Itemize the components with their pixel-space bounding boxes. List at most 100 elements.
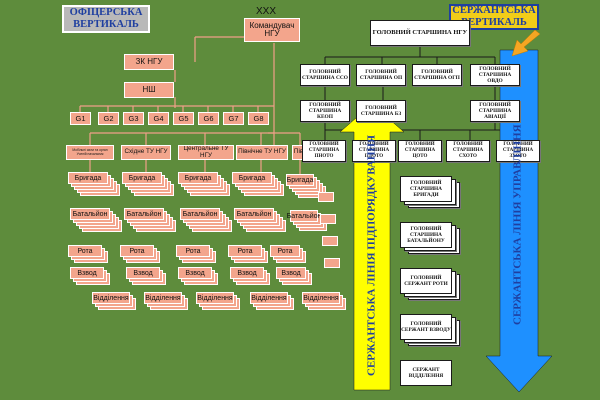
squad-stack-2: Відділення xyxy=(196,292,234,304)
g-section-5-label: G5 xyxy=(178,113,189,123)
g-section-5: G5 xyxy=(173,112,194,125)
battalion-stack-4-label: Батальйон xyxy=(286,212,322,220)
brigade-stack-1-label: Бригада xyxy=(128,174,156,182)
battalion-stack-1: Батальйон xyxy=(124,208,164,220)
battalion-stack-2: Батальйон xyxy=(180,208,220,220)
platoon-stack-4-label: Взвод xyxy=(281,269,301,277)
battalion-stack-1-label: Батальйон xyxy=(126,210,162,218)
sergeant-row3-3-label: ГОЛОВНИЙ СТАРШИНА СхОТО xyxy=(452,142,484,159)
squad-stack-0-label: Відділення xyxy=(93,294,129,302)
sergeant-chain-2: ГОЛОВНИЙ СЕРЖАНТ РОТИ xyxy=(400,268,452,294)
company-stack-2: Рота xyxy=(176,245,210,257)
platoon-stack-1: Взвод xyxy=(126,267,160,279)
sergeant-row3-4-label: ГОЛОВНИЙ СТАРШИНА ЗхОТО xyxy=(502,142,534,159)
g-section-1: G1 xyxy=(70,112,91,125)
company-stack-2-label: Рота xyxy=(185,247,201,255)
g-section-8-label: G8 xyxy=(253,113,264,123)
sergeant-row3-3: ГОЛОВНИЙ СТАРШИНА СхОТО xyxy=(446,140,490,162)
sergeant-row1-0-label: ГОЛОВНИЙ СТАРШИНА ССО xyxy=(302,68,348,81)
officer-vertical-title-text: ОФІЦЕРСЬКА ВЕРТИКАЛЬ xyxy=(69,6,143,30)
company-stack-3-label: Рота xyxy=(237,247,253,255)
brigade-stack-4: Бригада xyxy=(286,174,314,186)
platoon-stack-4: Взвод xyxy=(276,267,306,279)
squad-stack-4-label: Відділення xyxy=(303,294,339,302)
sergeant-vertical-title: СЕРЖАНТСЬКА ВЕРТИКАЛЬ xyxy=(449,4,539,30)
brigade-stack-3: Бригада xyxy=(232,172,272,184)
brigade-stack-3-label: Бригада xyxy=(238,174,266,182)
sergeant-row1-3: ГОЛОВНИЙ СТАРШИНА ОВДО xyxy=(470,64,520,86)
chief-sergeant-ngu-label: ГОЛОВНИЙ СТАРШИНА НГУ xyxy=(372,29,468,37)
g-section-6: G6 xyxy=(198,112,219,125)
battalion-stack-2-label: Батальйон xyxy=(182,210,218,218)
chief-of-staff-label: НШ xyxy=(142,84,156,94)
sergeant-chain-0-label: ГОЛОВНИЙ СТАРШИНА БРИГАДИ xyxy=(409,179,443,199)
chief-sergeant-ngu-box: ГОЛОВНИЙ СТАРШИНА НГУ xyxy=(370,20,470,46)
brigade-stack-2-label: Бригада xyxy=(184,174,212,182)
battalion-stack-3: Батальйон xyxy=(234,208,274,220)
company-stack-1-label: Рота xyxy=(129,247,145,255)
battalion-stack-3-label: Батальйон xyxy=(236,210,272,218)
commander-label: Командувач НГУ xyxy=(249,20,295,38)
company-stack-3: Рота xyxy=(228,245,262,257)
company-stack-4: Рота xyxy=(270,245,300,257)
company-stack-1: Рота xyxy=(120,245,154,257)
command-3-label: Північне ТУ НГУ xyxy=(238,148,286,156)
brigade-stack-0-label: Бригада xyxy=(74,174,102,182)
platoon-stack-0-label: Взвод xyxy=(77,269,97,277)
sergeant-vertical-title-text: СЕРЖАНТСЬКА ВЕРТИКАЛЬ xyxy=(452,4,536,28)
squad-stack-4: Відділення xyxy=(302,292,340,304)
extra-card xyxy=(318,192,334,202)
sergeant-row2-1: ГОЛОВНИЙ СТАРШИНА БЗ xyxy=(356,100,406,122)
sergeant-chain-4: СЕРЖАНТ ВІДДІЛЕННЯ xyxy=(400,360,452,386)
g-section-2: G2 xyxy=(98,112,119,125)
platoon-stack-3: Взвод xyxy=(230,267,264,279)
squad-stack-3-label: Відділення xyxy=(251,294,287,302)
chief-of-staff-box: НШ xyxy=(124,82,174,98)
g-section-7-label: G7 xyxy=(228,113,239,123)
officer-vertical-title: ОФІЦЕРСЬКА ВЕРТИКАЛЬ xyxy=(62,5,150,33)
sergeant-row1-3-label: ГОЛОВНИЙ СТАРШИНА ОВДО xyxy=(478,65,512,85)
brigade-stack-1: Бригада xyxy=(122,172,162,184)
squad-stack-2-label: Відділення xyxy=(197,294,233,302)
sergeant-row2-1-label: ГОЛОВНИЙ СТАРШИНА БЗ xyxy=(360,104,402,117)
deputy-commander-box: ЗК НГУ xyxy=(124,54,174,70)
command-2-label: Центральне ТУ НГУ xyxy=(183,145,229,159)
commander-box: Командувач НГУ xyxy=(244,18,300,42)
sergeant-chain-1-label: ГОЛОВНИЙ СТАРШИНА БАТАЛЬЙОНУ xyxy=(407,225,445,245)
pointer-arrow xyxy=(511,29,541,57)
sergeant-chain-4-label: СЕРЖАНТ ВІДДІЛЕННЯ xyxy=(408,366,444,379)
g-section-4-label: G4 xyxy=(153,113,164,123)
squad-stack-1-label: Відділення xyxy=(145,294,181,302)
command-2: Центральне ТУ НГУ xyxy=(178,145,234,160)
g-section-7: G7 xyxy=(223,112,244,125)
army-level-marker: XXX xyxy=(256,6,277,17)
sergeant-row3-2-label: ГОЛОВНИЙ СТАРШИНА ЦОТО xyxy=(404,142,436,159)
sergeant-row1-1: ГОЛОВНИЙ СТАРШИНА ОП xyxy=(356,64,406,86)
company-stack-0: Рота xyxy=(68,245,102,257)
extra-card xyxy=(324,258,340,268)
command-3: Північне ТУ НГУ xyxy=(236,145,288,160)
sergeant-chain-2-label: ГОЛОВНИЙ СЕРЖАНТ РОТИ xyxy=(404,274,448,287)
sergeant-row3-0-label: ГОЛОВНИЙ СТАРШИНА ПнОТО xyxy=(308,142,340,159)
g-section-3-label: G3 xyxy=(128,113,139,123)
sergeant-row1-2-label: ГОЛОВНИЙ СТАРШИНА ОГП xyxy=(414,68,460,81)
sergeant-row2-0-label: ГОЛОВНИЙ СТАРШИНА КЕОП xyxy=(308,101,342,121)
g-section-1-label: G1 xyxy=(75,113,86,123)
g-section-2-label: G2 xyxy=(103,113,114,123)
extra-card xyxy=(322,236,338,246)
sergeant-row3-0: ГОЛОВНИЙ СТАРШИНА ПнОТО xyxy=(302,140,346,162)
sergeant-row3-2: ГОЛОВНИЙ СТАРШИНА ЦОТО xyxy=(398,140,442,162)
sergeant-chain-1: ГОЛОВНИЙ СТАРШИНА БАТАЛЬЙОНУ xyxy=(400,222,452,248)
battalion-stack-0: Батальйон xyxy=(70,208,110,220)
brigade-stack-2: Бригада xyxy=(178,172,218,184)
squad-stack-3: Відділення xyxy=(250,292,288,304)
command-1-label: Східне ТУ НГУ xyxy=(124,148,168,156)
battalion-stack-4: Батальйон xyxy=(287,210,321,222)
command-1: Східне ТУ НГУ xyxy=(121,145,171,160)
deputy-commander-label: ЗК НГУ xyxy=(135,56,163,66)
extra-card xyxy=(320,214,336,224)
company-stack-4-label: Рота xyxy=(277,247,293,255)
sergeant-row1-2: ГОЛОВНИЙ СТАРШИНА ОГП xyxy=(412,64,462,86)
sergeant-row3-1-label: ГОЛОВНИЙ СТАРШИНА ПдОТО xyxy=(358,142,390,159)
